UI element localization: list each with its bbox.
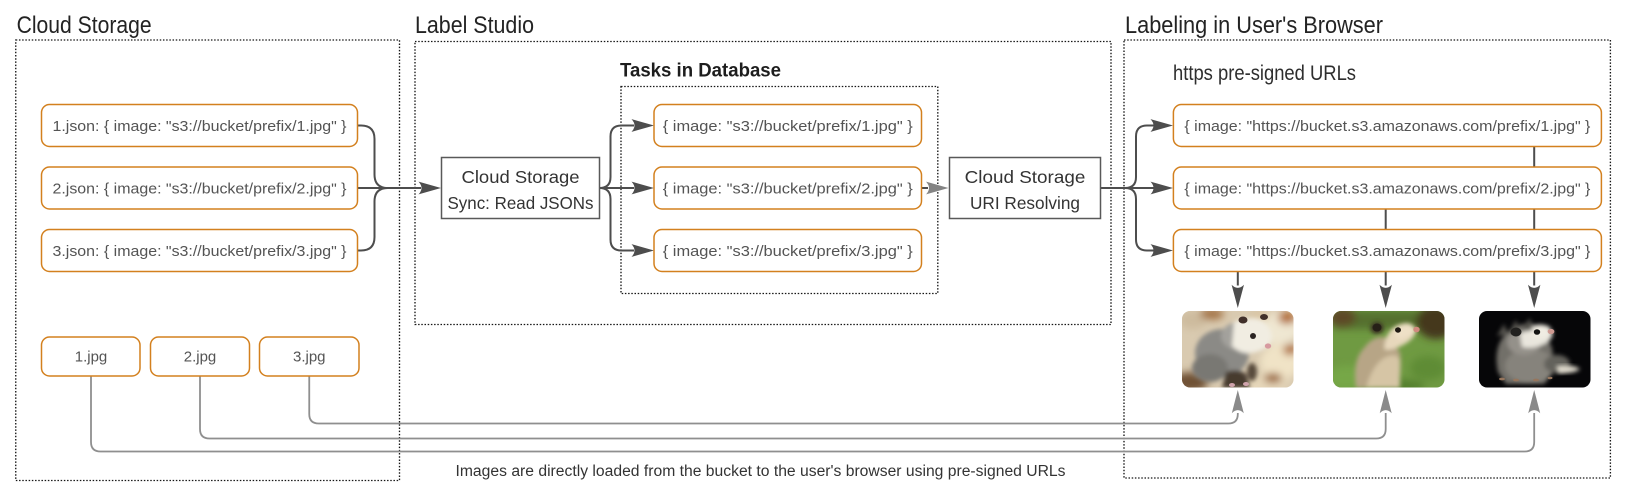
svg-text:Tasks in Database: Tasks in Database — [620, 61, 781, 82]
svg-text:1.json: { image: "s3://bucket/: 1.json: { image: "s3://bucket/prefix/1.j… — [53, 118, 347, 135]
svg-text:3.jpg: 3.jpg — [293, 349, 326, 366]
svg-text:Cloud Storage: Cloud Storage — [17, 12, 152, 39]
svg-text:Sync: Read JSONs: Sync: Read JSONs — [448, 193, 594, 213]
svg-text:URI Resolving: URI Resolving — [970, 193, 1080, 213]
svg-text:{ image: "https://bucket.s3.am: { image: "https://bucket.s3.amazonaws.co… — [1184, 181, 1590, 198]
svg-text:Images are directly loaded fro: Images are directly loaded from the buck… — [456, 463, 1066, 480]
svg-text:2.jpg: 2.jpg — [184, 349, 217, 366]
svg-text:{ image: "https://bucket.s3.am: { image: "https://bucket.s3.amazonaws.co… — [1184, 118, 1590, 135]
svg-text:{ image: "https://bucket.s3.am: { image: "https://bucket.s3.amazonaws.co… — [1184, 243, 1590, 260]
svg-text:Cloud Storage: Cloud Storage — [965, 167, 1086, 187]
svg-text:https pre-signed URLs: https pre-signed URLs — [1173, 62, 1356, 85]
svg-text:{ image: "s3://bucket/prefix/3: { image: "s3://bucket/prefix/3.jpg" } — [663, 243, 913, 260]
svg-text:Cloud Storage: Cloud Storage — [462, 167, 580, 187]
svg-text:{ image: "s3://bucket/prefix/1: { image: "s3://bucket/prefix/1.jpg" } — [663, 118, 913, 135]
svg-text:Label Studio: Label Studio — [415, 12, 534, 39]
svg-text:1.jpg: 1.jpg — [75, 349, 108, 366]
svg-text:2.json: { image: "s3://bucket/: 2.json: { image: "s3://bucket/prefix/2.j… — [53, 181, 347, 198]
svg-text:3.json: { image: "s3://bucket/: 3.json: { image: "s3://bucket/prefix/3.j… — [53, 243, 347, 260]
svg-text:Labeling in User's Browser: Labeling in User's Browser — [1125, 12, 1383, 39]
svg-text:{ image: "s3://bucket/prefix/2: { image: "s3://bucket/prefix/2.jpg" } — [663, 181, 913, 198]
